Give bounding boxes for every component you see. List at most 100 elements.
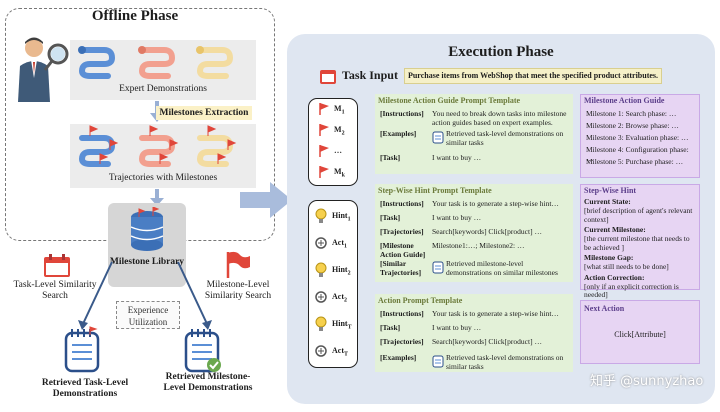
milestone-label: … [334, 146, 342, 155]
milestone-library-box: Milestone Library [108, 203, 186, 287]
step-subscript: 2 [344, 297, 347, 304]
action_template-row-key: [Trajectories] [380, 337, 424, 346]
milestone-guide-template-title: Milestone Action Guide Prompt Template [378, 96, 521, 105]
lightbulb-icon [315, 316, 327, 331]
step-hint-value: [brief description of agent's relevant c… [584, 206, 693, 224]
hint_template-row-key: [Instructions] [380, 199, 424, 208]
milestone-guide-output-title: Milestone Action Guide [584, 96, 665, 105]
action_template-row-value: Your task is to generate a step-wise hin… [432, 309, 559, 318]
action_template-row-key: [Task] [380, 323, 401, 332]
retrieval-arrows [78, 261, 212, 330]
milestone-label: Mk [334, 167, 345, 179]
calendar-icon [44, 254, 70, 277]
hint_template-row-value: Milestone1:…; Milestone2: … [432, 241, 525, 250]
task-input-label: Task Input [342, 68, 398, 82]
step-hint-template-title: Step-Wise Hint Prompt Template [378, 186, 492, 195]
step-hint-key: Current Milestone: [584, 225, 646, 234]
act-label: Act2 [332, 292, 347, 304]
step-hint-value: [only if an explicit correction is neede… [584, 281, 679, 299]
milestones-extraction-label: Milestones Extraction [156, 106, 252, 120]
step-hint-key: Milestone Gap: [584, 253, 634, 262]
watermark: 知乎 @sunnyzhao [590, 374, 704, 389]
notebook-icon [432, 131, 444, 144]
hint_template-row-value: Search[keywords] Click[product] … [432, 227, 542, 236]
hint-label: Hint1 [332, 211, 351, 223]
step-subscript: 1 [347, 216, 351, 223]
guide_template-row-value: Retrieved task-level demonstrations on s… [446, 129, 564, 147]
trajectories-label: Trajectories with Milestones [108, 173, 218, 183]
hint_template-row-value: Retrieved milestone-level demonstrations… [446, 259, 558, 277]
step-subscript: 1 [344, 243, 347, 250]
expert-demonstrations-label: Expert Demonstrations [119, 84, 207, 94]
action-template [375, 294, 573, 372]
execution-phase-title: Execution Phase [448, 44, 554, 60]
hint_template-row-value: I want to buy … [432, 213, 482, 222]
milestone-label: M2 [334, 125, 345, 137]
hint_template-row-key: [Trajectories] [380, 227, 424, 236]
milestone-level-search-label: Milestone-Level Similarity Search [204, 280, 272, 301]
retrieved-task-demos-label: Retrieved Task-Level Demonstrations [41, 378, 129, 399]
red-flag-icon [226, 251, 250, 278]
next-action-value: Click[Attribute] [614, 330, 666, 339]
action-node-icon [315, 237, 327, 249]
action_template-row-value: I want to buy … [432, 323, 482, 332]
hint_template-row-key: [Task] [380, 213, 401, 222]
milestone-guide-item: Milestone 4: Configuration phase: … [586, 145, 689, 163]
milestone-flag-icon [319, 124, 329, 136]
offline-phase-title: Offline Phase [91, 8, 179, 24]
task-input-box: Purchase items from WebShop that meet th… [404, 68, 662, 84]
step-hint-value: [what still needs to be done] [584, 262, 669, 271]
guide_template-row-value: I want to buy … [432, 153, 482, 162]
milestone-library-label: Milestone Library [109, 257, 185, 267]
milestone-guide-template [375, 94, 573, 174]
milestone-flag-icon [319, 103, 329, 115]
step-hint-output [580, 184, 700, 290]
task-demos-notebook-icon [64, 326, 100, 373]
next-action-title: Next Action [584, 304, 625, 313]
act-label: Act1 [332, 238, 347, 250]
action-node-icon [315, 345, 327, 357]
milestone-sequence-box [308, 98, 358, 186]
milestone-flag-icon [319, 145, 329, 157]
milestone-guide-item: Milestone 3: Evaluation phase: … [586, 133, 689, 142]
action_template-row-value: Search[keywords] Click[product] … [432, 337, 542, 346]
step-subscript: T [344, 351, 349, 358]
notebook-icon [432, 261, 444, 274]
lightbulb-icon [315, 208, 327, 223]
step-hint-key: Action Correction: [584, 272, 645, 282]
presenter-icon [18, 37, 69, 102]
milestone-guide-item: Milestone 1: Search phase: … [586, 109, 677, 118]
guide_template-row-key: [Instructions] [380, 109, 424, 118]
hint_template-row-value: Your task is to generate a step-wise hin… [432, 199, 559, 208]
step-subscript: 2 [347, 270, 351, 277]
task-level-search-label: Task-Level Similarity Search [13, 280, 97, 301]
milestone-subscript: 2 [341, 130, 345, 137]
milestone-subscript: k [341, 172, 345, 179]
step-hint-template [375, 184, 573, 282]
action_template-row-key: [Instructions] [380, 309, 424, 318]
milestone-guide-output [580, 94, 700, 178]
phase-transition-arrow [240, 182, 292, 218]
step-subscript: T [347, 324, 352, 331]
milestone-flag-icon [319, 166, 329, 178]
step-hint-value: [the current milestone that needs to be … [584, 234, 690, 252]
action_template-row-key: [Examples] [380, 353, 417, 362]
hint-label: Hint2 [332, 265, 351, 277]
lightbulb-icon [315, 262, 327, 277]
trajectory-paths-icon [78, 46, 234, 79]
milestone-subscript: 1 [341, 109, 345, 116]
expert-demonstrations-box: Expert Demonstrations [70, 40, 256, 100]
calendar-icon [320, 70, 336, 84]
guide_template-row-value: You need to break down tasks into milest… [432, 109, 567, 127]
hint-label: HintT [332, 319, 352, 331]
trajectories-with-flags-icon [78, 125, 237, 167]
action_template-row-value: Retrieved task-level demonstrations on s… [446, 353, 564, 371]
milestone-guide-item: Milestone 2: Browse phase: … [586, 121, 679, 130]
experience-utilization-label: Experience Utilization [116, 301, 180, 329]
milestone-demos-notebook-icon [184, 329, 221, 373]
milestone-guide-item: Milestone 5: Purchase phase: … [586, 157, 684, 166]
hint-act-sequence-box [308, 200, 358, 368]
database-icon [130, 207, 164, 251]
notebook-icon [432, 355, 444, 368]
retrieved-milestone-demos-label: Retrieved Milestone-Level Demonstrations [163, 372, 253, 393]
